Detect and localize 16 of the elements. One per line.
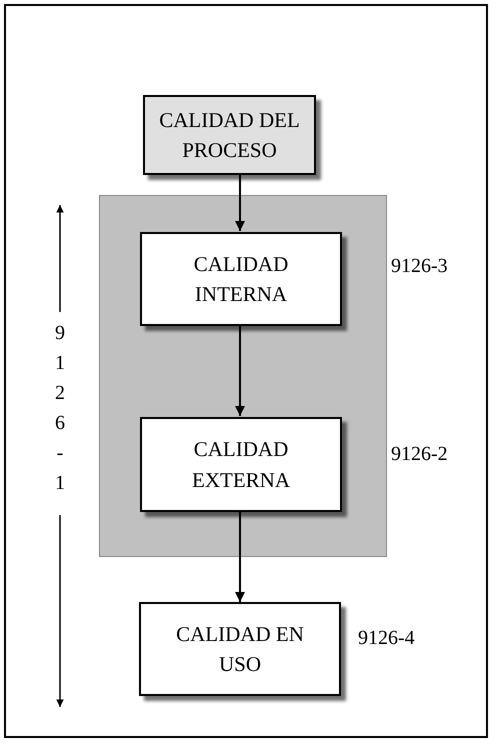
arrow [235, 325, 245, 416]
arrow [235, 175, 245, 231]
standard-label: 9126-4 [358, 627, 415, 650]
standard-label: 9126-3 [391, 255, 448, 278]
box-label: CALIDAD INTERNA [192, 250, 290, 308]
box-label: CALIDAD DEL PROCESO [158, 106, 301, 164]
group-band [99, 195, 387, 557]
process-box [140, 417, 342, 512]
process-box [140, 232, 342, 326]
standard-label: 9126-2 [391, 443, 448, 466]
vertical-label: 9126-1 [54, 321, 66, 496]
arrow [235, 511, 245, 602]
process-box [143, 95, 316, 175]
box-label: CALIDAD EN USO [175, 620, 305, 678]
process-box [139, 602, 341, 696]
box-label: CALIDAD EXTERNA [191, 436, 291, 494]
